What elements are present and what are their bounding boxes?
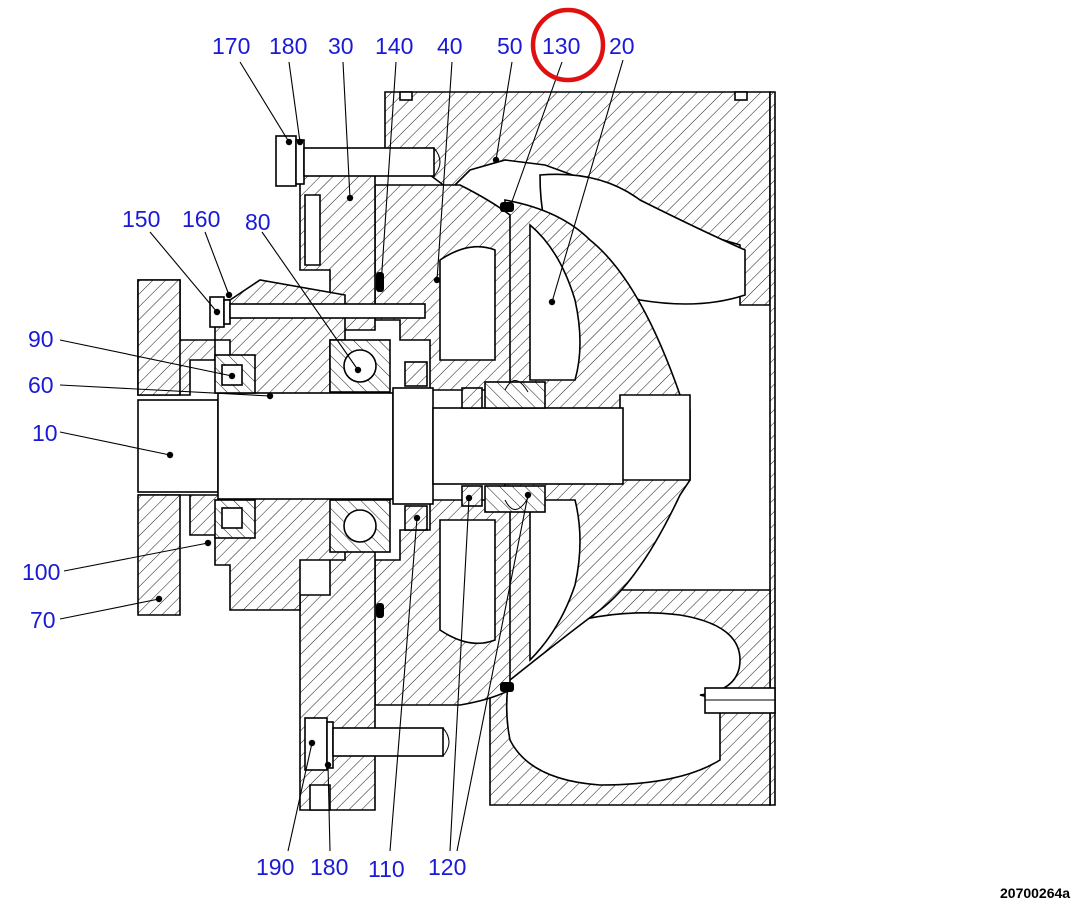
callout-120: 120 [428, 854, 466, 880]
callout-190: 190 [256, 854, 294, 880]
callout-80: 80 [245, 209, 271, 235]
callout-50: 50 [497, 33, 523, 59]
callout-150: 150 [122, 206, 160, 232]
leader-lines [59, 59, 624, 852]
callout-10: 10 [32, 420, 58, 446]
callout-labels: 170 180 30 140 40 50 130 20 150 160 80 9… [22, 33, 635, 882]
highlight-ring [530, 7, 606, 83]
callout-40: 40 [437, 33, 463, 59]
shaft [137, 387, 624, 505]
callout-170: 170 [212, 33, 250, 59]
callout-30: 30 [328, 33, 354, 59]
callout-110: 110 [368, 856, 405, 882]
bolts [209, 135, 450, 771]
leader-dots [155, 138, 556, 769]
document-id: 20700264a [1000, 885, 1070, 901]
callout-140: 140 [375, 33, 413, 59]
callout-160: 160 [182, 206, 220, 232]
bearing-housing [374, 184, 511, 706]
seals [376, 202, 546, 692]
callout-180-bottom: 180 [310, 854, 348, 880]
callout-100: 100 [22, 559, 60, 585]
callout-70: 70 [30, 607, 56, 633]
callout-60: 60 [28, 372, 54, 398]
bearings [214, 339, 391, 553]
callout-20: 20 [609, 33, 635, 59]
callout-180-top: 180 [269, 33, 307, 59]
callout-90: 90 [28, 326, 54, 352]
callout-130: 130 [542, 33, 580, 59]
pump-casing [384, 91, 776, 806]
